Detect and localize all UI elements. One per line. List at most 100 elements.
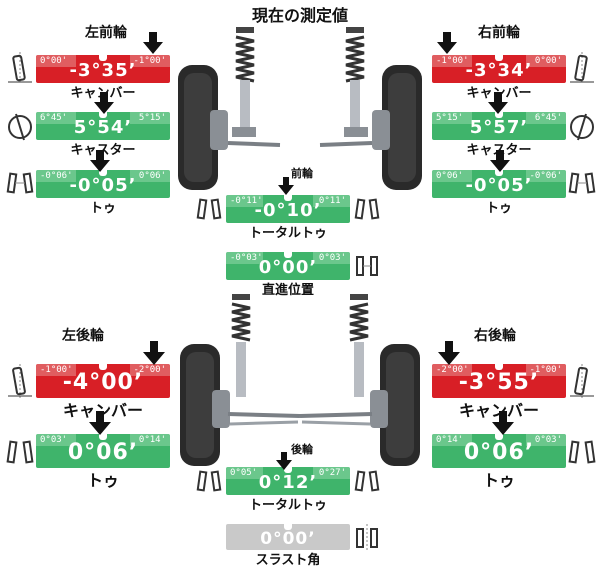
camber-pictogram-icon	[8, 52, 32, 84]
rear-total-title: 後輪	[291, 443, 313, 456]
rear-total-toe-gauge: 0°05' 0°27'0°12’	[226, 467, 350, 495]
front-right-caster-gauge: 5°15'6°45'5°57’	[432, 112, 566, 140]
gauge-min-label: -1°00'	[436, 56, 469, 66]
gauge-center-tick	[284, 467, 292, 473]
front-right-toe-label: トゥ	[485, 201, 512, 216]
gauge-value: 0°00’	[258, 257, 318, 278]
gauge-min-label: -0°06'	[40, 171, 73, 181]
front-right-toe-arrow-icon	[490, 150, 510, 172]
gauge-min-label: 0°03'	[40, 435, 68, 445]
gauge-center-tick	[495, 55, 503, 61]
toe-pictogram-icon	[354, 470, 380, 492]
gauge-value: -0°10’	[254, 200, 322, 221]
rear-total-arrow-icon	[276, 452, 292, 470]
gauge-min-label: 0°14'	[436, 435, 464, 445]
gauge-value: 0°06’	[67, 440, 139, 465]
gauge-center-tick	[495, 170, 503, 176]
gauge-max-label: 0°06'	[138, 171, 166, 181]
gauge-max-label: 6°45'	[534, 113, 562, 123]
front-right-camber-arrow-icon	[437, 32, 457, 54]
rear-left-toe-arrow-icon	[89, 411, 111, 435]
gauge-limit-zone	[129, 364, 170, 376]
straight-position-gauge: -0°03' 0°03'0°00’	[226, 252, 350, 280]
front-left-camber-arrow-icon	[143, 32, 163, 54]
rear-suspension-illustration	[180, 294, 420, 466]
camber-pictogram-icon	[8, 364, 32, 398]
rear-right-wheel-icon	[370, 344, 420, 466]
front-right-camber-gauge: -1°00'0°00'-3°34’	[432, 55, 566, 83]
gauge-limit-zone	[525, 434, 566, 446]
rear-left-strut-icon	[227, 294, 301, 426]
rear-left-toe-label: トゥ	[86, 471, 119, 490]
page-title: 現在の測定値	[251, 6, 348, 25]
front-right-title: 右前輪	[478, 25, 520, 41]
gauge-limit-zone	[36, 434, 77, 446]
front-right-toe-gauge: 0°06'-0°06'-0°05’	[432, 170, 566, 198]
gauge-max-label: -2°00'	[133, 365, 166, 375]
front-right-caster-arrow-icon	[488, 92, 508, 114]
gauge-value: -0°05’	[465, 175, 533, 196]
gauge-center-tick	[99, 364, 107, 370]
gauge-limit-zone	[129, 55, 170, 67]
camber-pictogram-icon	[570, 364, 594, 398]
gauge-value: 0°00’	[260, 528, 316, 549]
gauge-limit-zone	[312, 195, 350, 207]
gauge-center-tick	[495, 112, 503, 118]
front-left-title: 左前輪	[85, 25, 127, 41]
gauge-value: -3°55’	[458, 370, 540, 395]
gauge-limit-zone	[525, 364, 566, 376]
toe-pictogram-icon	[568, 172, 596, 194]
front-left-toe-label: トゥ	[89, 201, 116, 216]
gauge-limit-zone	[36, 112, 77, 124]
gauge-value: -0°05’	[69, 175, 137, 196]
straight-position-label: 直進位置	[261, 283, 314, 298]
rear-right-camber-gauge: -2°00'-1°00'-3°55’	[432, 364, 566, 398]
gauge-limit-zone	[312, 467, 350, 479]
front-total-toe-gauge: -0°11'0°11'-0°10’	[226, 195, 350, 223]
gauge-center-tick	[495, 434, 503, 440]
gauge-limit-zone	[129, 170, 170, 182]
front-left-camber-gauge: 0°00'-1°00'-3°35’	[36, 55, 170, 83]
gauge-max-label: 0°03'	[534, 435, 562, 445]
rear-right-toe-gauge: 0°14'0°03'0°06’	[432, 434, 566, 468]
toe-pictogram-icon	[196, 470, 222, 492]
gauge-min-label: -0°11'	[230, 196, 263, 206]
rear-left-camber-gauge: -1°00' -2°00'-4°00’	[36, 364, 170, 398]
gauge-limit-zone	[432, 434, 473, 446]
front-total-title: 前輪	[291, 167, 313, 180]
gauge-limit-zone	[36, 170, 77, 182]
gauge-value: -4°00’	[62, 370, 144, 395]
gauge-limit-zone	[432, 112, 473, 124]
gauge-min-label: 6°45'	[40, 113, 68, 123]
gauge-limit-zone	[129, 112, 170, 124]
camber-pictogram-icon	[570, 52, 594, 84]
gauge-limit-zone	[36, 364, 77, 376]
gauge-max-label: -1°00'	[133, 56, 166, 66]
gauge-min-label: -0°03'	[230, 253, 263, 263]
gauge-min-label: -1°00'	[40, 365, 73, 375]
front-right-wheel-icon	[372, 65, 422, 190]
rear-left-toe-gauge: 0°03' 0°14'0°06’	[36, 434, 170, 468]
gauge-limit-zone	[432, 364, 473, 376]
gauge-limit-zone	[525, 112, 566, 124]
gauge-limit-zone	[226, 195, 264, 207]
gauge-max-label: 0°14'	[138, 435, 166, 445]
gauge-limit-zone	[432, 55, 473, 67]
gauge-max-label: 0°03'	[318, 253, 346, 263]
gauge-center-tick	[99, 170, 107, 176]
toe-pictogram-icon	[196, 198, 222, 220]
rear-left-wheel-icon	[180, 344, 230, 466]
gauge-center-tick	[99, 112, 107, 118]
gauge-min-label: -2°00'	[436, 365, 469, 375]
gauge-center-tick	[284, 524, 292, 530]
gauge-value: 0°12’	[258, 472, 318, 493]
front-total-toe-label: トータルトゥ	[248, 226, 327, 241]
front-left-toe-gauge: -0°06' 0°06'-0°05’	[36, 170, 170, 198]
rear-left-title: 左後輪	[62, 328, 104, 344]
gauge-min-label: 0°05'	[230, 468, 258, 478]
gauge-limit-zone	[525, 170, 566, 182]
gauge-max-label: 0°27'	[318, 468, 346, 478]
front-left-toe-arrow-icon	[90, 150, 110, 172]
gauge-max-label: 0°00'	[534, 56, 562, 66]
rear-left-camber-label: キャンバー	[62, 401, 143, 420]
